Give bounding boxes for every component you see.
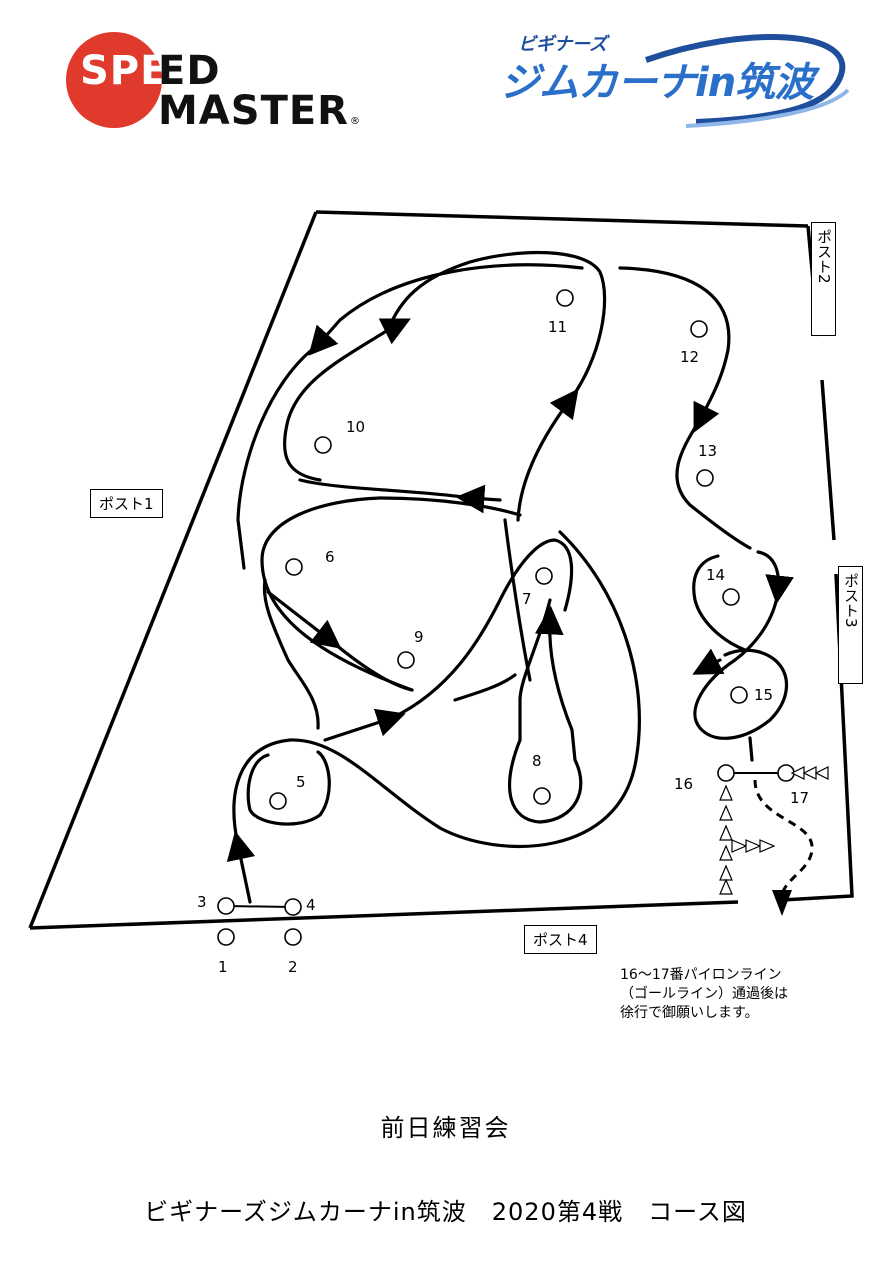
exit-arrow (772, 890, 792, 916)
pylon-label-5: 5 (296, 773, 306, 791)
pylon-1 (217, 928, 235, 946)
logo-red-circle (66, 32, 162, 128)
cone-col-4 (719, 844, 733, 861)
post-1-box: ポスト1 (90, 489, 163, 518)
pylon-label-11: 11 (548, 318, 568, 336)
note-line-2: （ゴールライン）通過後は (620, 986, 788, 1002)
note-line-3: 徐行で御願いします。 (620, 1005, 759, 1021)
pylon-label-10: 10 (346, 418, 366, 436)
pylon-label-1: 1 (218, 958, 228, 976)
logo-text-spe: SPE (80, 48, 169, 94)
pylon-label-9: 9 (414, 628, 424, 646)
slow-down-note: 16～17番パイロンライン （ゴールライン）通過後は 徐行で御願いします。 (620, 966, 860, 1023)
route-lines (226, 250, 794, 904)
pylon-label-3: 3 (197, 893, 207, 911)
speed-master-logo: SPE ED MASTER ® (60, 30, 370, 140)
pylon-3 (217, 897, 235, 915)
cone-markers (719, 766, 829, 895)
logo-text-ed: ED (158, 48, 221, 94)
post-2-box: ポスト2 (811, 222, 836, 336)
cone-side-1 (731, 839, 748, 853)
cone-row17-3 (814, 766, 829, 780)
pylon-13 (696, 469, 714, 487)
gymkhana-tsukuba-logo: ビギナーズ ジムカーナin筑波 (496, 30, 856, 130)
exit-dashed-path (753, 779, 814, 901)
cone-col-3 (719, 824, 733, 841)
pylon-4 (284, 898, 302, 916)
pylon-9 (397, 651, 415, 669)
page-title: ビギナーズジムカーナin筑波 2020第4戦 コース図 (144, 1198, 747, 1226)
pylon-16 (717, 764, 735, 782)
logo-swoosh (645, 34, 850, 128)
pylon-label-6: 6 (325, 548, 335, 566)
cone-side-2 (745, 839, 762, 853)
post-3-box: ポスト3 (838, 566, 863, 684)
logo-text-gymkhana: ジムカーナin筑波 (500, 60, 814, 106)
logo-registered-mark: ® (350, 116, 360, 127)
pylon-12 (690, 320, 708, 338)
pylon-8 (533, 787, 551, 805)
pylon-label-16: 16 (674, 775, 694, 793)
cone-col-2 (719, 804, 733, 821)
cone-row17-1 (790, 766, 805, 780)
cone-col-5 (719, 864, 733, 881)
pylon-label-17: 17 (790, 789, 810, 807)
logo-text-beginners: ビギナーズ (518, 34, 608, 55)
pylon-label-13: 13 (698, 442, 718, 460)
pylon-6 (285, 558, 303, 576)
logo-text-master: MASTER (158, 88, 349, 134)
pylon-2 (284, 928, 302, 946)
pylon-label-14: 14 (706, 566, 726, 584)
cone-side-3 (759, 839, 776, 853)
pylon-label-8: 8 (532, 752, 542, 770)
cone-row17-2 (802, 766, 817, 780)
cone-col-6 (719, 878, 733, 895)
pylon-14 (722, 588, 740, 606)
pylons (217, 289, 795, 946)
practice-title: 前日練習会 (380, 1114, 511, 1142)
pylon-7 (535, 567, 553, 585)
pylon-label-12: 12 (680, 348, 700, 366)
pylon-10 (314, 436, 332, 454)
pylon-label-4: 4 (306, 896, 316, 914)
pylon-label-7: 7 (522, 590, 532, 608)
pylon-11 (556, 289, 574, 307)
cone-col-1 (719, 784, 733, 801)
start-gate-line (225, 905, 293, 908)
pylon-label-15: 15 (754, 686, 774, 704)
pylon-5 (269, 792, 287, 810)
post-4-box: ポスト4 (524, 925, 597, 954)
note-line-1: 16～17番パイロンライン (620, 967, 782, 983)
pylon-15 (730, 686, 748, 704)
pylon-label-2: 2 (288, 958, 298, 976)
